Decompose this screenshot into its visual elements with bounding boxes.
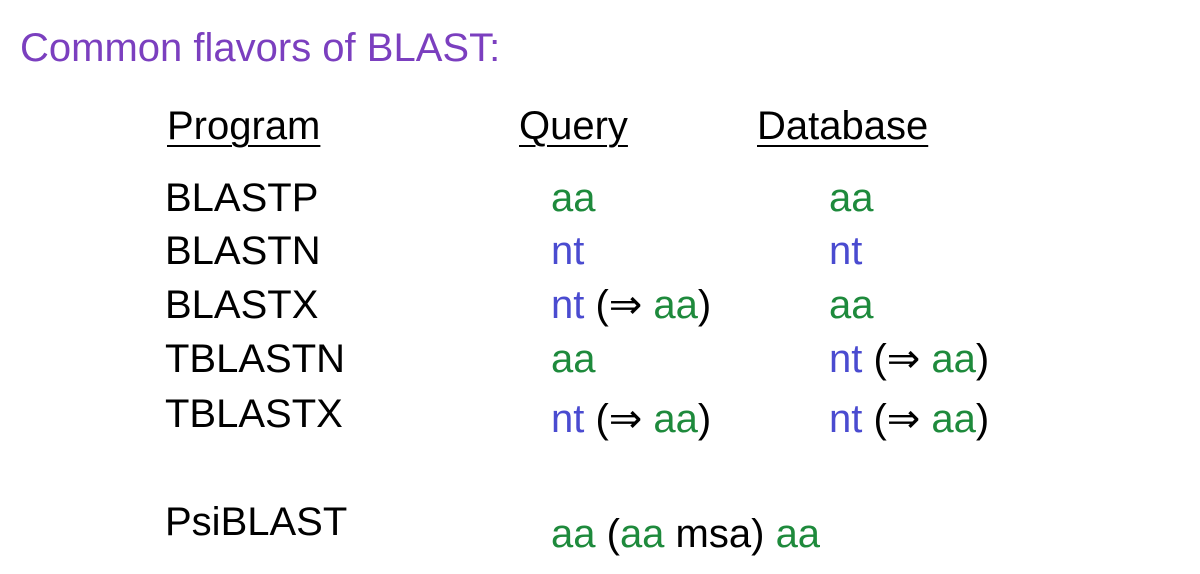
program-name-blastx: BLASTX — [165, 283, 319, 327]
query-cell-blastp: aa — [551, 174, 596, 222]
psiblast-segment: aa — [619, 512, 665, 556]
psiblast-segment: msa) — [664, 512, 776, 556]
query-segment: nt — [551, 229, 585, 273]
slide-title: Common flavors of BLAST: — [20, 26, 501, 70]
query-segment: (⇒ — [584, 397, 654, 441]
header-query: Query — [519, 104, 628, 148]
program-name-tblastn: TBLASTN — [165, 337, 346, 381]
psiblast-value: aa (aa msa) aa — [551, 510, 820, 558]
psiblast-segment: aa — [775, 512, 821, 556]
database-cell-tblastx: nt (⇒ aa) — [829, 395, 989, 443]
program-name-blastn: BLASTN — [165, 229, 321, 273]
query-cell-blastx: nt (⇒ aa) — [551, 281, 711, 329]
header-program: Program — [167, 104, 321, 148]
database-segment: ) — [975, 337, 990, 381]
query-segment: aa — [653, 283, 698, 327]
query-segment: ) — [697, 397, 712, 441]
query-segment: aa — [551, 176, 596, 220]
program-name-blastp: BLASTP — [165, 176, 319, 220]
query-cell-tblastn: aa — [551, 335, 596, 383]
query-cell-tblastx: nt (⇒ aa) — [551, 395, 711, 443]
database-segment: aa — [931, 337, 976, 381]
database-segment: nt — [829, 337, 863, 381]
program-name-tblastx: TBLASTX — [165, 392, 343, 436]
query-segment: ) — [697, 283, 712, 327]
database-segment: nt — [829, 397, 863, 441]
database-cell-blastp: aa — [829, 174, 874, 222]
database-segment: (⇒ — [862, 397, 932, 441]
database-segment: nt — [829, 229, 863, 273]
database-segment: (⇒ — [862, 337, 932, 381]
database-segment: aa — [829, 283, 874, 327]
database-segment: aa — [931, 397, 976, 441]
query-segment: (⇒ — [584, 283, 654, 327]
query-segment: aa — [551, 337, 596, 381]
psiblast-segment: ( — [595, 512, 620, 556]
database-cell-blastn: nt — [829, 227, 862, 275]
query-cell-blastn: nt — [551, 227, 584, 275]
database-segment: aa — [829, 176, 874, 220]
query-segment: nt — [551, 397, 585, 441]
psiblast-segment: aa — [551, 512, 596, 556]
query-segment: aa — [653, 397, 698, 441]
database-cell-blastx: aa — [829, 281, 874, 329]
database-segment: ) — [975, 397, 990, 441]
database-cell-tblastn: nt (⇒ aa) — [829, 335, 989, 383]
query-segment: nt — [551, 283, 585, 327]
program-name-psiblast: PsiBLAST — [165, 500, 348, 544]
header-database: Database — [757, 104, 929, 148]
